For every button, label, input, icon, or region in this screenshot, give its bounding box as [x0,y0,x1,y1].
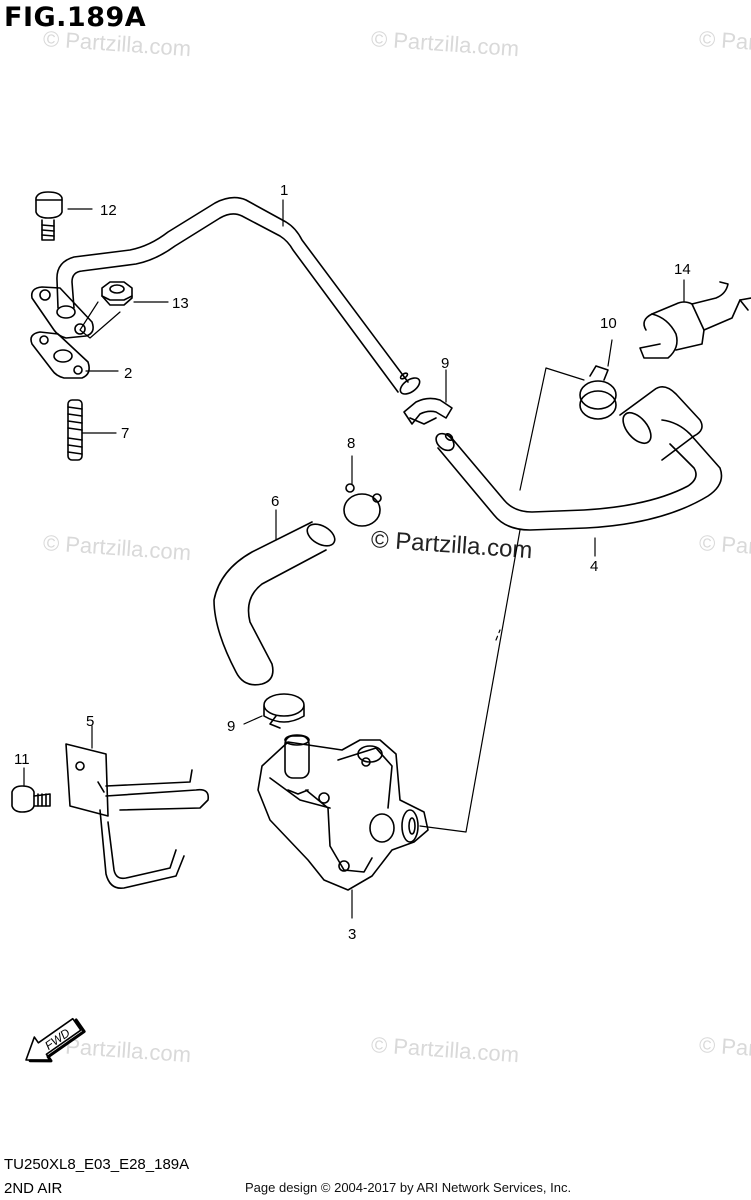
part-5-bracket[interactable] [65,743,210,890]
callout-8: 8 [347,435,355,452]
part-3-air-valve[interactable] [257,734,429,891]
fwd-arrow-icon: FWD [25,1017,86,1063]
callout-11: 11 [14,751,30,768]
part-14-holder[interactable] [639,281,751,359]
callout-13: 13 [172,295,189,312]
callout-14: 14 [674,261,691,278]
callout-7: 7 [121,425,129,442]
callouts: 1 2 3 4 5 6 7 8 9 9 10 11 12 13 14 [14,182,691,943]
part-4-hose[interactable] [433,386,723,531]
callout-2: 2 [124,365,132,382]
callout-4: 4 [590,558,598,575]
callout-3: 3 [348,926,356,943]
part-9-clip-lower[interactable] [263,693,305,729]
callout-9-upper: 9 [441,355,449,372]
part-11-bolt[interactable] [11,785,51,813]
callout-9-lower: 9 [227,718,235,735]
part-6-hose[interactable] [213,520,338,686]
figure-name: 2ND AIR [4,1180,63,1197]
part-13-nut[interactable] [101,281,133,306]
part-12-bolt[interactable] [35,191,63,241]
part-7-stud[interactable] [67,399,83,461]
figure-code: TU250XL8_E03_E28_189A [4,1156,190,1173]
connection-lines [419,367,585,833]
pipe-flange [30,286,94,339]
callout-10: 10 [600,315,617,332]
part-9-clip-upper[interactable] [403,397,453,425]
callout-6: 6 [271,493,279,510]
callout-12: 12 [100,202,117,219]
part-10-clamp[interactable] [579,365,617,420]
footer-copyright: Page design © 2004-2017 by ARI Network S… [245,1180,572,1195]
part-1-air-pipe[interactable] [56,196,423,398]
callout-5: 5 [86,713,94,730]
part-2-gasket[interactable] [30,331,90,379]
callout-1: 1 [280,182,288,199]
leader-lines [23,199,685,919]
figure-title: FIG.189A [4,2,147,33]
part-8-reed[interactable] [343,483,382,527]
